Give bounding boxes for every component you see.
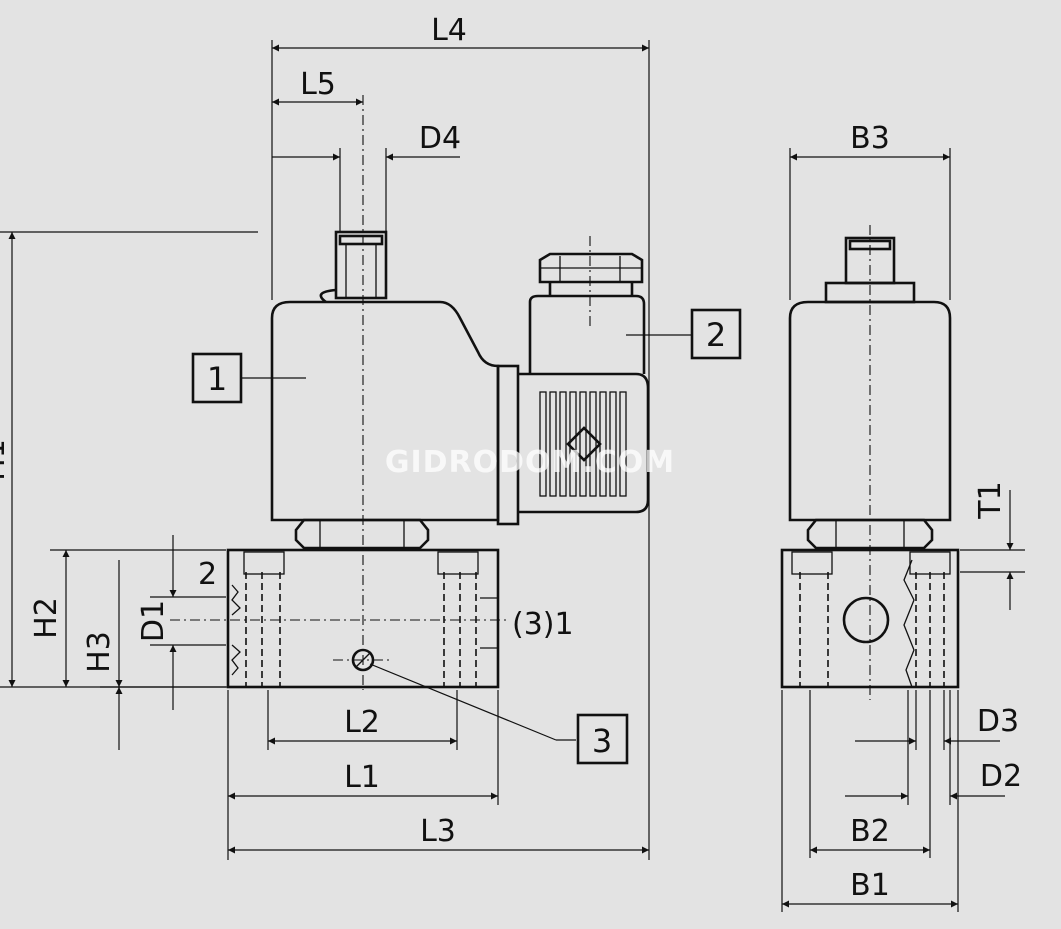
callout-2-label: 2 [706, 316, 726, 354]
dim-label-B1: B1 [850, 868, 890, 903]
side-port [842, 596, 890, 644]
hex-nut [294, 518, 430, 550]
coil-body [270, 300, 500, 522]
dim-label-T1: T1 [973, 481, 1008, 519]
port-label-3-1: (3)1 [512, 607, 574, 642]
dim-label-L5: L5 [300, 67, 336, 102]
dim-label-L1: L1 [344, 760, 380, 795]
callout-3: 3 [576, 713, 629, 765]
dim-label-B2: B2 [850, 814, 890, 849]
callout-1: 1 [191, 352, 243, 404]
dim-label-L3: L3 [420, 814, 456, 849]
dim-label-D1: D1 [136, 600, 171, 642]
dim-label-D4: D4 [419, 121, 461, 156]
front-view [170, 95, 650, 690]
dim-label-H3: H3 [82, 631, 117, 673]
dim-label-H2: H2 [29, 597, 64, 639]
dim-label-L4: L4 [431, 13, 467, 48]
dim-label-H1: H1 [0, 439, 12, 481]
watermark: GIDRODOM.COM [385, 445, 675, 480]
dim-label-L2: L2 [344, 705, 380, 740]
connector-plug [496, 252, 650, 526]
callout-1-label: 1 [207, 360, 227, 398]
dim-label-B3: B3 [850, 121, 890, 156]
port-label-2: 2 [198, 557, 217, 592]
callout-3-label: 3 [592, 722, 612, 760]
dimension-lines [0, 40, 1025, 912]
side-view [780, 225, 960, 700]
side-coil-body [788, 300, 952, 522]
callout-2: 2 [690, 308, 742, 360]
armature-tube [319, 230, 388, 304]
dim-label-D2: D2 [980, 759, 1022, 794]
dim-label-D3: D3 [977, 704, 1019, 739]
